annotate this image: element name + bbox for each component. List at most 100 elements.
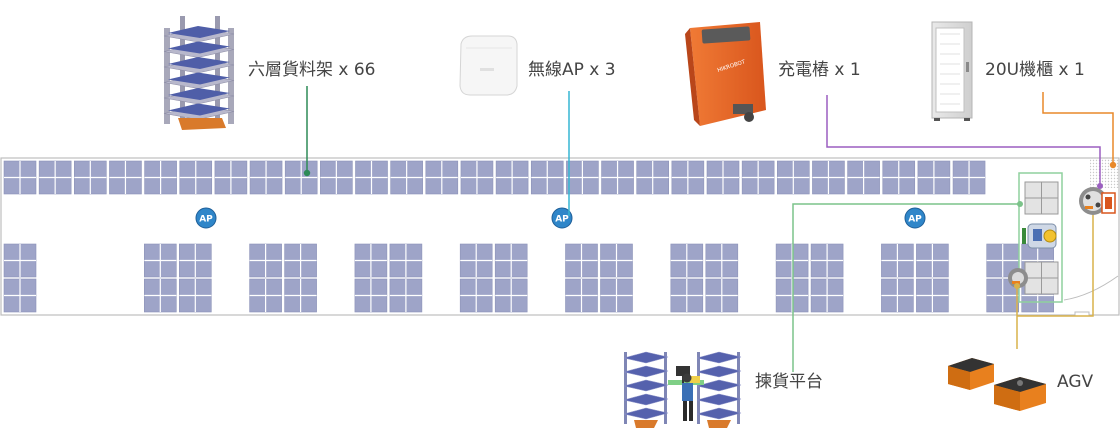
shelf-unit <box>249 243 282 278</box>
shelf-unit <box>847 160 880 195</box>
shelf-unit <box>706 160 740 195</box>
shelf-unit <box>775 243 809 278</box>
connector-rack-dot <box>1109 161 1117 169</box>
shelf-unit <box>670 278 704 313</box>
shelf-unit <box>741 160 775 195</box>
shelf-unit <box>249 160 283 195</box>
shelf-unit <box>494 278 528 313</box>
shelf-unit <box>812 160 845 195</box>
shelf-unit <box>565 243 598 278</box>
connector-charger-dot <box>1097 183 1103 189</box>
connector-picking <box>792 203 1020 372</box>
picking-zone-outline <box>1018 172 1063 303</box>
ap-marker-text: AP <box>199 215 213 225</box>
agv-near-picking-icon <box>1008 268 1028 288</box>
shelf-unit <box>249 278 282 313</box>
shelf-unit <box>917 160 951 195</box>
shelf-unit <box>670 243 704 278</box>
label-picking: 揀貨平台 <box>755 372 823 392</box>
shelf-unit <box>320 160 353 195</box>
shelf-unit <box>144 160 177 195</box>
connector-shelf-dot <box>303 169 311 177</box>
picking-zone-shelf-bottom <box>1024 261 1059 295</box>
shelf-unit <box>74 160 107 195</box>
picking-station-icon <box>1022 223 1057 249</box>
shelf-unit <box>389 243 423 278</box>
door-arc <box>1063 275 1119 301</box>
shelf-unit <box>284 243 317 278</box>
label-rack: 20U機櫃 x 1 <box>985 60 1085 80</box>
charger-top-view-icon <box>1101 192 1116 214</box>
shelf-unit <box>881 278 914 313</box>
shelf-unit <box>38 160 72 195</box>
shelf-unit <box>916 278 949 313</box>
ap-marker-text: AP <box>908 215 922 225</box>
ap-markers: AP AP AP <box>195 207 926 229</box>
connector-charger <box>826 95 1101 186</box>
shelf-unit <box>390 160 423 195</box>
shelf-unit <box>109 160 142 195</box>
shelf-unit <box>354 243 388 278</box>
ap-marker-text: AP <box>555 215 569 225</box>
shelf-unit <box>776 160 810 195</box>
shelf-unit <box>354 278 388 313</box>
server-cabinet-icon <box>931 21 973 121</box>
picking-zone-shelf-top <box>1024 181 1059 215</box>
shelf-unit <box>494 243 528 278</box>
agv-top-view-icon <box>1079 187 1107 215</box>
shelf-unit <box>705 243 739 278</box>
shelf-rack-icon <box>163 16 235 130</box>
shelf-unit <box>600 278 633 313</box>
shelf-unit <box>705 278 739 313</box>
shelf-unit <box>284 278 317 313</box>
shelf-grid <box>3 160 1055 313</box>
shelf-unit <box>671 160 705 195</box>
shelf-unit <box>881 243 914 278</box>
label-ap: 無線AP x 3 <box>528 60 616 80</box>
shelf-unit <box>459 278 493 313</box>
shelf-unit <box>144 278 177 313</box>
shelf-unit <box>144 243 177 278</box>
agv-robot-icon <box>948 358 1046 411</box>
shelf-unit <box>952 160 986 195</box>
connector-picking-dot <box>1017 201 1023 207</box>
shelf-unit <box>179 243 212 278</box>
shelf-unit <box>600 243 633 278</box>
picking-station-icon-large <box>623 351 742 428</box>
shelf-unit <box>460 160 494 195</box>
shelf-unit <box>810 243 844 278</box>
shelf-unit <box>530 160 564 195</box>
connector-agv-b <box>1017 215 1094 317</box>
label-charger: 充電樁 x 1 <box>778 60 861 80</box>
label-agv: AGV <box>1057 372 1094 392</box>
shelf-unit <box>3 278 37 313</box>
charging-station-icon: HIKROBOT <box>685 22 766 126</box>
wireless-ap-icon <box>459 35 518 96</box>
shelf-unit <box>355 160 388 195</box>
connector-rack <box>1042 92 1114 165</box>
shelf-unit <box>284 160 318 195</box>
shelf-unit <box>179 278 212 313</box>
shelf-unit <box>565 278 598 313</box>
label-shelf: 六層貨料架 x 66 <box>248 60 376 80</box>
ap-marker: AP <box>551 207 573 229</box>
shelf-unit <box>3 160 37 195</box>
shelf-unit <box>601 160 634 195</box>
ap-marker: AP <box>904 207 926 229</box>
shelf-unit <box>389 278 423 313</box>
ap-marker: AP <box>195 207 217 229</box>
shelf-unit <box>566 160 599 195</box>
shelf-unit <box>179 160 213 195</box>
shelf-unit <box>495 160 529 195</box>
shelf-unit <box>810 278 844 313</box>
shelf-unit <box>916 243 949 278</box>
shelf-unit <box>775 278 809 313</box>
shelf-unit <box>636 160 670 195</box>
shelf-unit <box>882 160 916 195</box>
shelf-unit <box>3 243 37 278</box>
shelf-unit <box>425 160 459 195</box>
connector-agv-dot <box>1014 283 1020 289</box>
shelf-unit <box>214 160 248 195</box>
shelf-unit <box>459 243 493 278</box>
